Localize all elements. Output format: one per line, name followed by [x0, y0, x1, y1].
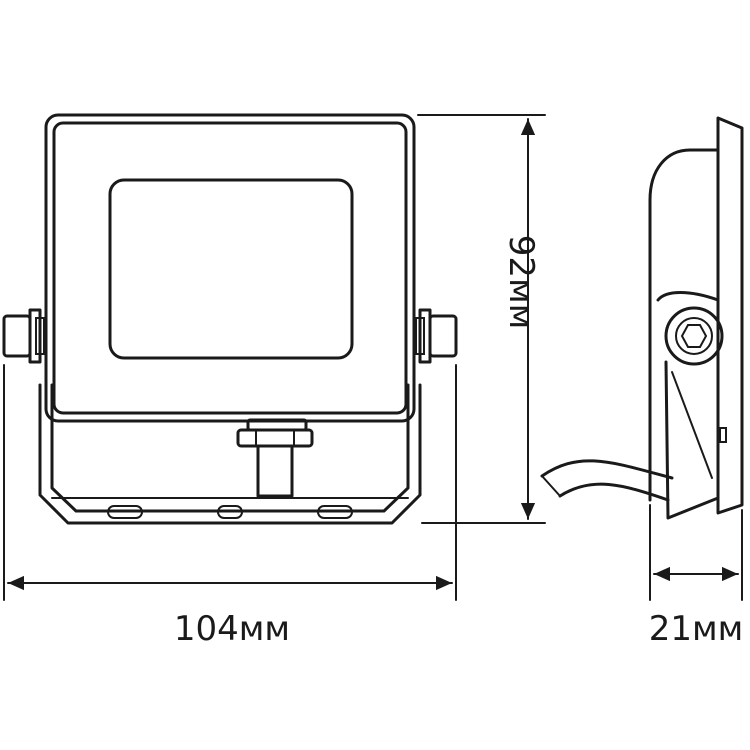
side-bolt-hex [680, 324, 708, 348]
housing-inner [52, 121, 408, 415]
depth-label: 21мм [649, 609, 744, 649]
dimension-depth [649, 504, 743, 601]
dimension-width [3, 364, 457, 601]
side-screw [719, 427, 727, 443]
pivot-knob-right [415, 308, 458, 364]
mount-slot-center [217, 505, 243, 519]
pivot-knob-left [2, 308, 45, 364]
cable-gland [236, 418, 314, 498]
mount-slot-right [317, 505, 353, 519]
led-window [108, 178, 354, 360]
side-cable-top [540, 459, 674, 480]
side-cable-bottom [558, 482, 670, 502]
side-bracket-fold [671, 371, 713, 479]
mount-slot-left [107, 505, 143, 519]
side-view [540, 116, 744, 520]
housing-outer [44, 113, 416, 423]
side-body-edge [656, 291, 720, 302]
front-view [2, 113, 458, 525]
mounting-bracket [38, 383, 422, 525]
dimension-height [417, 114, 546, 524]
side-bracket-arm [664, 360, 720, 520]
height-label: 92мм [501, 235, 541, 330]
side-cable-end [541, 475, 561, 497]
side-pivot-ring [664, 306, 724, 366]
side-front-plate [716, 116, 744, 515]
side-body-top [648, 148, 720, 502]
side-pivot-bolt [675, 317, 713, 355]
width-label: 104мм [174, 609, 290, 649]
